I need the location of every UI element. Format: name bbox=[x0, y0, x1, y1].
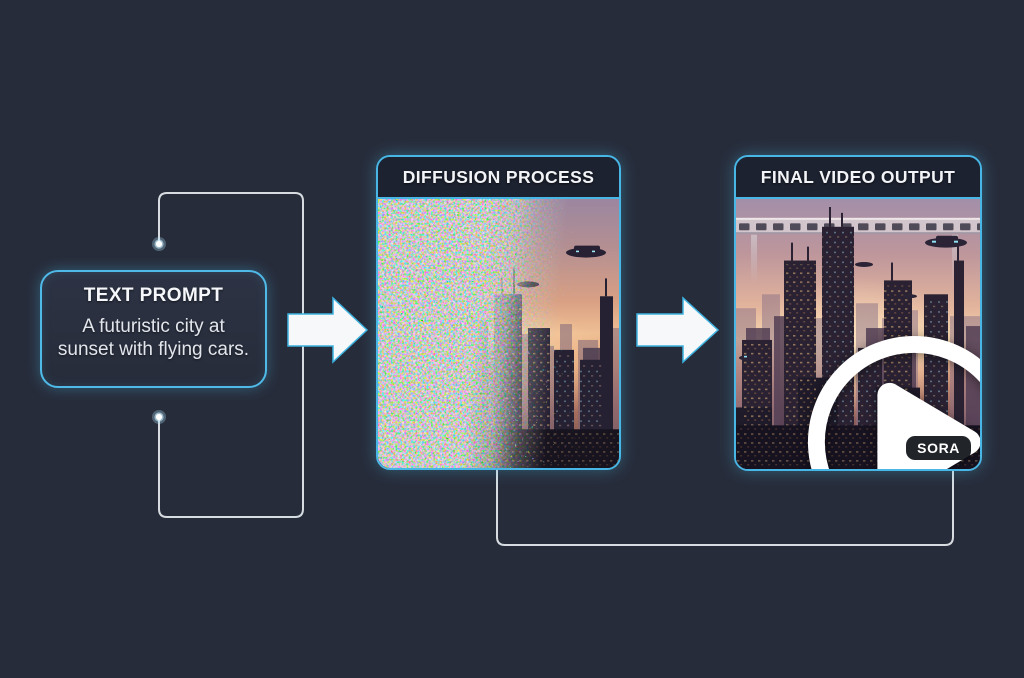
final-video-output-panel: FINAL VIDEO OUTPUT bbox=[734, 155, 982, 471]
prompt-line-1: A futuristic city at bbox=[82, 316, 225, 337]
prompt-body: A futuristic city at sunset with flying … bbox=[42, 315, 265, 361]
city-illustration bbox=[378, 199, 619, 468]
arrow-right-icon bbox=[636, 296, 720, 364]
diffusion-image bbox=[378, 199, 619, 468]
diffusion-panel: DIFFUSION PROCESS bbox=[376, 155, 621, 470]
flying-cars bbox=[739, 235, 967, 361]
prompt-line-2: sunset with flying cars. bbox=[57, 339, 250, 360]
sora-badge: SORA bbox=[906, 436, 971, 460]
video-frame-image: SORA bbox=[736, 199, 980, 469]
output-panel-title: FINAL VIDEO OUTPUT bbox=[736, 157, 980, 199]
connector-node-dot bbox=[152, 410, 166, 424]
noise-speckle-overlay bbox=[378, 199, 619, 468]
prompt-title: TEXT PROMPT bbox=[83, 285, 224, 306]
output-bottom-line bbox=[496, 469, 954, 546]
text-prompt-box: TEXT PROMPT A futuristic city at sunset … bbox=[40, 270, 267, 388]
connector-node-dot bbox=[152, 237, 166, 251]
diffusion-panel-title: DIFFUSION PROCESS bbox=[378, 157, 619, 199]
arrow-right-icon bbox=[287, 296, 369, 364]
film-strip-icon bbox=[736, 217, 980, 287]
